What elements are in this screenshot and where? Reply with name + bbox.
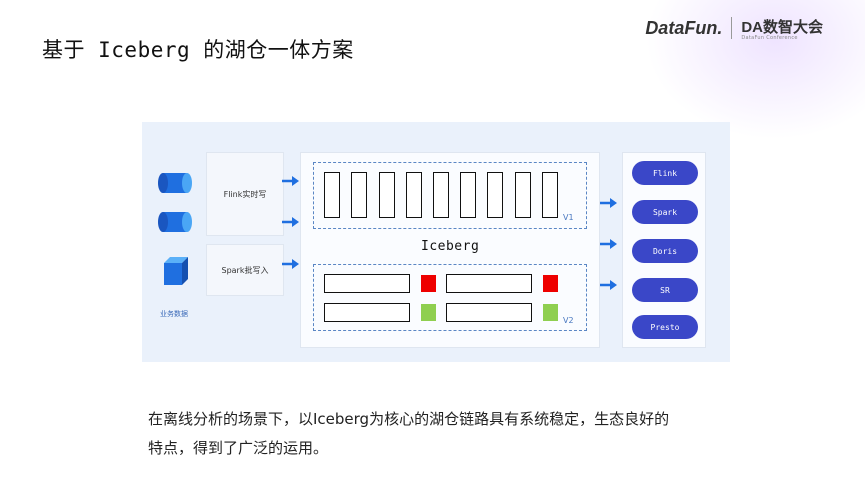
v1-data-file (542, 172, 558, 218)
arrow-right-icon (600, 198, 617, 208)
v2-data-file (324, 303, 410, 322)
engine-sr: SR (632, 278, 698, 302)
query-engines-panel: Flink Spark Doris SR Presto (622, 152, 706, 348)
caption-line-1: 在离线分析的场景下，以Iceberg为核心的湖仓链路具有系统稳定，生态良好的 (148, 410, 670, 428)
delete-file-marker-red (543, 275, 558, 292)
engine-flink: Flink (632, 161, 698, 185)
datafun-logo: DataFun. (645, 17, 723, 38)
delete-file-marker-red (421, 275, 436, 292)
da-logo: DA数智大会 DataFun Conference (741, 16, 823, 41)
database-cylinder-icon (158, 212, 192, 232)
v1-data-file (406, 172, 422, 218)
caption-line-2: 特点，得到了广泛的运用。 (148, 439, 329, 457)
data-file-marker-green (543, 304, 558, 321)
v1-data-file (433, 172, 449, 218)
arrow-right-icon (282, 259, 299, 269)
v1-data-file (515, 172, 531, 218)
v1-data-file (379, 172, 395, 218)
engine-doris: Doris (632, 239, 698, 263)
iceberg-title: Iceberg (421, 239, 480, 254)
engine-spark: Spark (632, 200, 698, 224)
v1-data-file (460, 172, 476, 218)
spark-write-label: Spark批写入 (221, 265, 269, 275)
lakehouse-diagram: 业务数据 Flink实时写 Spark批写入 V1 Iceberg V2 (142, 122, 730, 362)
brand-logos: DataFun. DA数智大会 DataFun Conference (645, 16, 823, 41)
v2-label: V2 (563, 316, 574, 325)
data-cube-icon (164, 257, 188, 285)
source-label: 业务数据 (160, 310, 188, 318)
v2-data-file (446, 303, 532, 322)
flink-write-box: Flink实时写 (206, 152, 284, 236)
data-file-marker-green (421, 304, 436, 321)
logo-divider (731, 17, 733, 39)
database-cylinder-icon (158, 173, 192, 193)
slide-title: 基于 Iceberg 的湖仓一体方案 (42, 38, 354, 62)
v1-data-file (324, 172, 340, 218)
arrow-right-icon (600, 280, 617, 290)
v1-data-file (351, 172, 367, 218)
arrow-right-icon (282, 176, 299, 186)
v1-data-file (487, 172, 503, 218)
da-logo-subtext: DataFun Conference (741, 34, 798, 41)
flink-write-label: Flink实时写 (223, 189, 267, 199)
arrow-right-icon (600, 239, 617, 249)
v2-region (313, 264, 587, 331)
v1-label: V1 (563, 213, 574, 222)
v1-region (313, 162, 587, 229)
spark-write-box: Spark批写入 (206, 244, 284, 296)
background-glow (645, 0, 865, 140)
da-logo-text: DA数智大会 (741, 18, 823, 36)
v2-data-file (446, 274, 532, 293)
arrow-right-icon (282, 217, 299, 227)
v2-data-file (324, 274, 410, 293)
iceberg-panel: V1 Iceberg V2 (300, 152, 600, 348)
engine-presto: Presto (632, 315, 698, 339)
